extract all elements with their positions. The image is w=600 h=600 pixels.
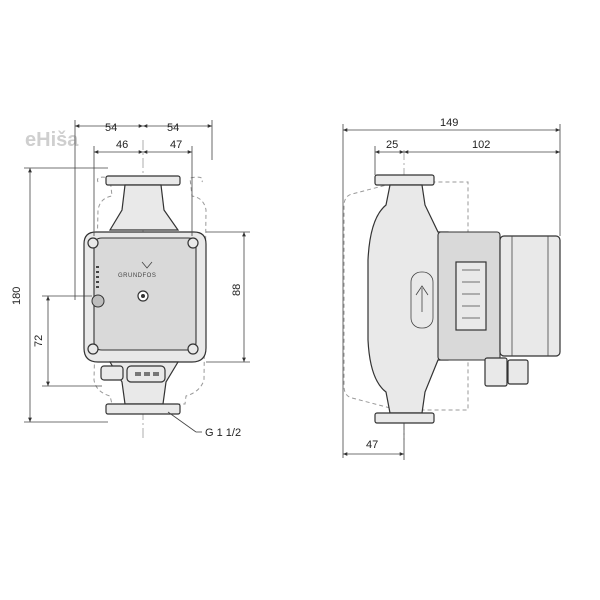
front-neck: [108, 184, 180, 231]
dim-inner-left: 46: [116, 139, 128, 151]
terminal-block: [455, 261, 487, 331]
dim-top-right: 54: [167, 122, 179, 134]
side-top-flange: [374, 174, 435, 186]
power-connector: [100, 365, 124, 381]
watermark-logo: eHiša: [25, 129, 79, 151]
side-view: 149 25 102 47: [342, 117, 561, 460]
front-view: GRUNDFOS 54 54 4: [11, 120, 250, 440]
flow-arrow-icon: [415, 285, 429, 312]
screw-icon: [87, 237, 99, 249]
mode-button[interactable]: [91, 294, 105, 308]
brand-logo: GRUNDFOS: [118, 273, 156, 279]
dim-total: 149: [440, 117, 458, 129]
screw-icon: [187, 343, 199, 355]
dim-inner-right: 47: [170, 139, 182, 151]
dim-height: 180: [11, 287, 23, 305]
screw-icon: [187, 237, 199, 249]
side-plug: [507, 359, 529, 385]
brand-mark-icon: [141, 261, 153, 269]
dim-top-left: 54: [105, 122, 117, 134]
center-indicator-dot: [141, 294, 145, 298]
front-bottom-flange: [105, 403, 181, 415]
side-insulation-outline: [343, 181, 469, 411]
screw-icon: [87, 343, 99, 355]
dim-left: 25: [386, 139, 398, 151]
flow-window: [410, 271, 434, 329]
side-connector: [484, 357, 508, 387]
dim-right-side: 102: [472, 139, 490, 151]
front-top-flange: [105, 175, 181, 186]
thread-label: G 1 1/2: [205, 427, 241, 439]
led-indicators: [96, 266, 99, 288]
dim-lower: 72: [33, 335, 45, 347]
side-pump-body: [367, 184, 449, 414]
dim-right: 88: [231, 284, 243, 296]
side-bottom-flange: [374, 412, 435, 424]
motor-cap: [499, 235, 561, 357]
dim-bottom: 47: [366, 439, 378, 451]
